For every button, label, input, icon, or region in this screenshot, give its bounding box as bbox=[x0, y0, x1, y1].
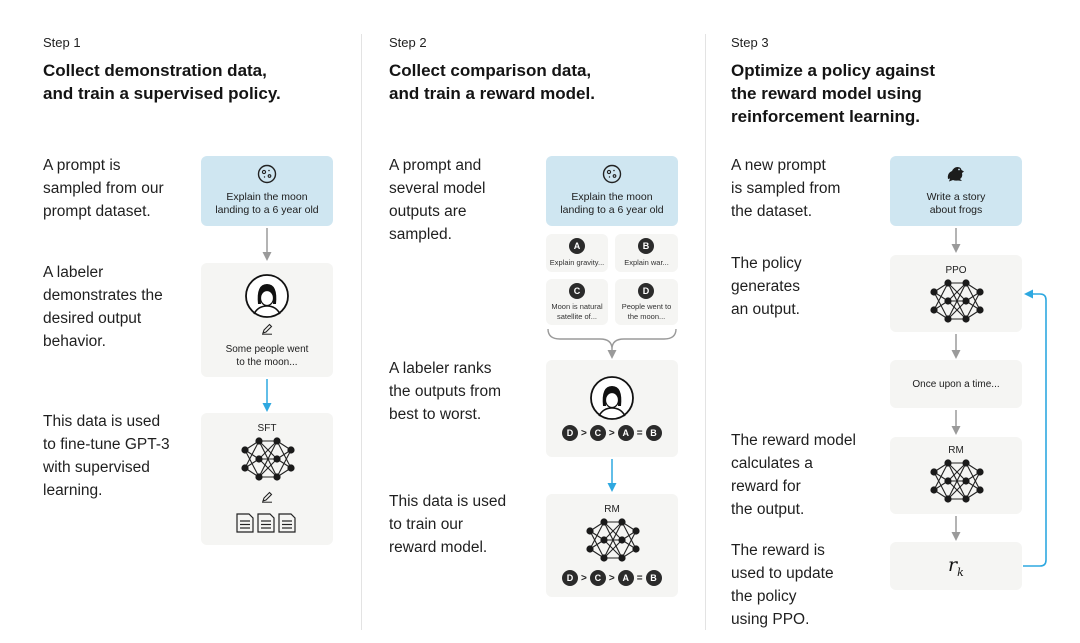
step3-arrow-3 bbox=[951, 410, 961, 435]
step1-arrow-2 bbox=[262, 379, 272, 412]
output-a-letter: A bbox=[569, 238, 585, 254]
step3-label: Step 3 bbox=[731, 35, 769, 50]
pencil-icon bbox=[262, 323, 273, 335]
column-divider-1 bbox=[361, 34, 362, 630]
reward-symbol: rk bbox=[948, 554, 964, 579]
step3-arrow-2 bbox=[951, 334, 961, 359]
ppo-label: PPO bbox=[945, 265, 967, 276]
labeler-avatar-icon bbox=[590, 376, 634, 420]
frog-icon bbox=[947, 167, 964, 182]
neural-network-icon bbox=[241, 437, 295, 481]
step2-rank-box: D> C> A= B bbox=[546, 360, 678, 457]
ranking-row: D> C> A= B bbox=[562, 425, 662, 441]
moon-icon bbox=[257, 164, 277, 184]
step2-arrow bbox=[607, 459, 617, 492]
output-b-box: B Explain war... bbox=[615, 234, 678, 272]
output-b-letter: B bbox=[638, 238, 654, 254]
moon-icon bbox=[602, 164, 622, 184]
step1-arrow-1 bbox=[262, 228, 272, 261]
neural-network-icon bbox=[586, 518, 640, 562]
step3-ppo-box: PPO bbox=[890, 255, 1022, 332]
outputs-bracket bbox=[547, 328, 677, 359]
step3-rm-box: RM bbox=[890, 437, 1022, 514]
neural-network-icon bbox=[930, 459, 984, 503]
step3-arrow-1 bbox=[951, 228, 961, 253]
output-d-letter: D bbox=[638, 283, 654, 299]
step3-output-box: Once upon a time... bbox=[890, 360, 1022, 408]
output-a-text: Explain gravity... bbox=[549, 258, 605, 267]
step3-output-text: Once upon a time... bbox=[912, 379, 1000, 390]
output-a-box: A Explain gravity... bbox=[546, 234, 608, 272]
labeler-avatar-icon bbox=[245, 274, 289, 318]
ranking-row: D> C> A= B bbox=[562, 570, 662, 586]
step2-label: Step 2 bbox=[389, 35, 427, 50]
step1-sft-box: SFT bbox=[201, 413, 333, 545]
output-b-text: Explain war... bbox=[624, 258, 669, 267]
step1-label: Step 1 bbox=[43, 35, 81, 50]
step2-rm-box: RM D> C> A= B bbox=[546, 494, 678, 597]
sft-label: SFT bbox=[257, 423, 277, 434]
step1-title: Collect demonstration data, and train a … bbox=[43, 61, 281, 103]
rm-label: RM bbox=[604, 504, 620, 515]
step2-title: Collect comparison data,and train a rewa… bbox=[389, 61, 595, 103]
documents-icon bbox=[236, 513, 296, 533]
output-c-letter: C bbox=[569, 283, 585, 299]
rm-label: RM bbox=[948, 445, 964, 456]
neural-network-icon bbox=[930, 279, 984, 323]
step3-reward-box: rk bbox=[890, 542, 1022, 590]
feedback-loop-arrow bbox=[1023, 289, 1047, 567]
step3-arrow-4 bbox=[951, 516, 961, 541]
pencil-icon bbox=[262, 491, 273, 503]
column-divider-2 bbox=[705, 34, 706, 630]
